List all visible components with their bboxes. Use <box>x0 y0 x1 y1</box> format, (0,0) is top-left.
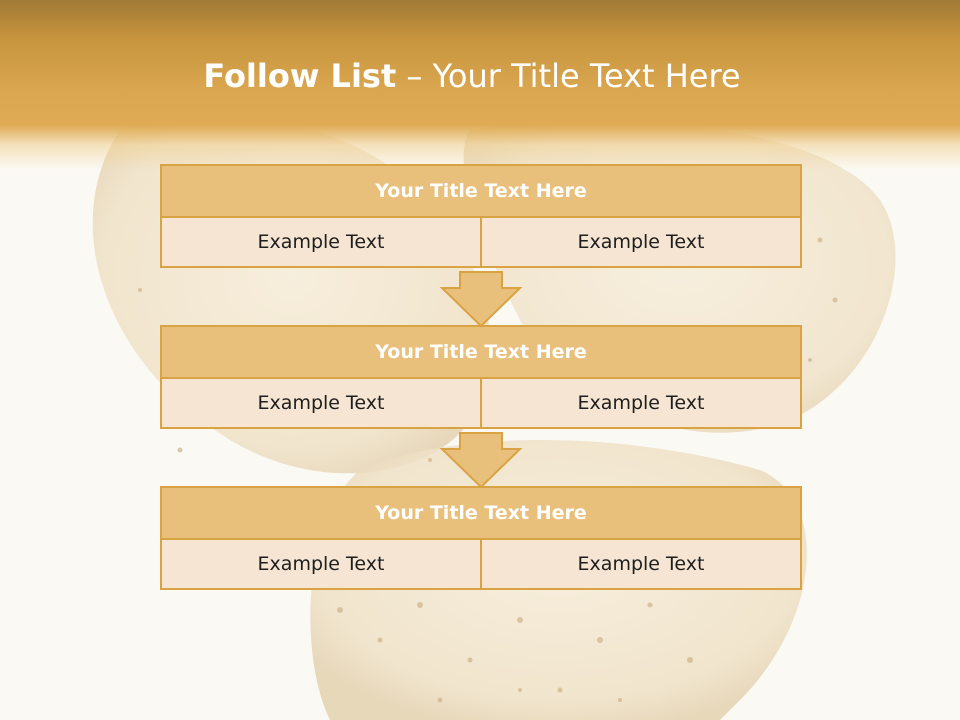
slide-title-bold: Follow List <box>203 57 397 95</box>
step-cell-left-2: Example Text <box>162 379 480 427</box>
step-row-3: Example Text Example Text <box>160 540 802 590</box>
step-cell-right-2: Example Text <box>480 379 800 427</box>
down-arrow-icon-2 <box>439 432 523 489</box>
step-title-3: Your Title Text Here <box>160 486 802 540</box>
step-title-1: Your Title Text Here <box>160 164 802 218</box>
step-row-2: Example Text Example Text <box>160 379 802 429</box>
slide-title-rest: Your Title Text Here <box>432 57 741 95</box>
down-arrow-icon-1 <box>439 271 523 328</box>
step-box-1: Your Title Text Here Example Text Exampl… <box>160 164 802 268</box>
step-box-3: Your Title Text Here Example Text Exampl… <box>160 486 802 590</box>
slide-title-separator: – <box>406 57 423 95</box>
step-cell-right-3: Example Text <box>480 540 800 588</box>
step-box-2: Your Title Text Here Example Text Exampl… <box>160 325 802 429</box>
step-cell-left-1: Example Text <box>162 218 480 266</box>
header-band <box>0 0 960 170</box>
step-title-2: Your Title Text Here <box>160 325 802 379</box>
step-cell-left-3: Example Text <box>162 540 480 588</box>
step-row-1: Example Text Example Text <box>160 218 802 268</box>
step-cell-right-1: Example Text <box>480 218 800 266</box>
slide-title: Follow List – Your Title Text Here <box>0 56 944 96</box>
